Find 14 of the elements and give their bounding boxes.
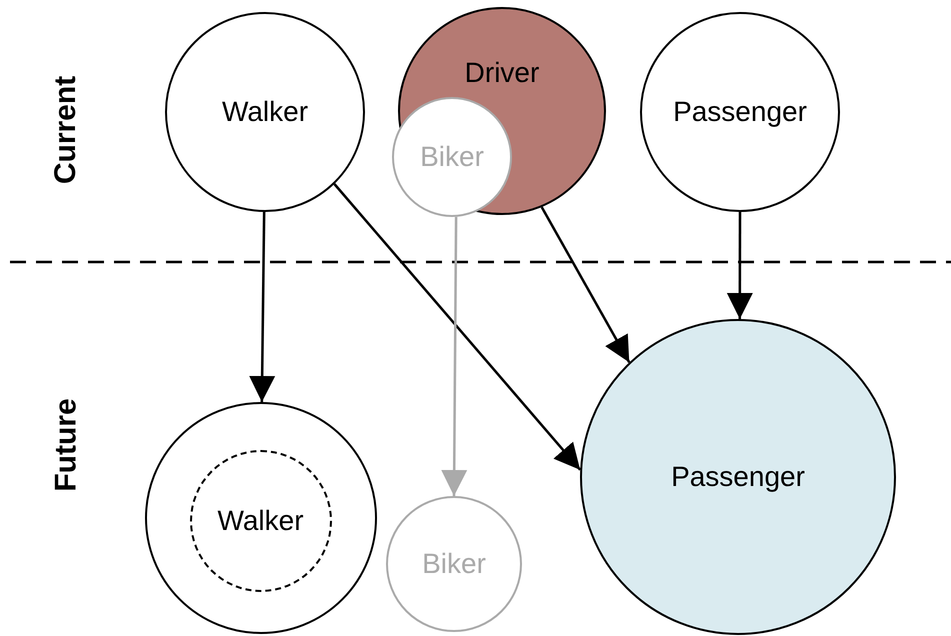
- node-label: Passenger: [673, 96, 807, 128]
- row-label: Current: [49, 76, 84, 184]
- node-label: Biker: [422, 548, 486, 580]
- arrow: [441, 216, 468, 496]
- arrow: [333, 183, 582, 471]
- arrow: [249, 212, 276, 402]
- node-label: Biker: [420, 141, 484, 173]
- row-label: Future: [49, 398, 84, 492]
- node-label: Driver: [464, 57, 540, 89]
- dashed-circle: [190, 450, 332, 592]
- node-label: Passenger: [671, 461, 805, 493]
- node-label: Walker: [222, 96, 308, 128]
- arrow: [540, 206, 630, 363]
- node-label: Walker: [217, 504, 304, 536]
